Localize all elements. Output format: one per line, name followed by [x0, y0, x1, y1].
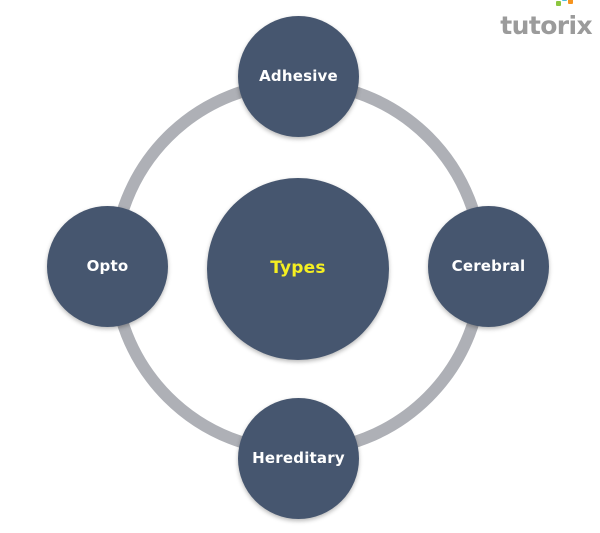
node-hereditary[interactable]: Hereditary — [238, 398, 359, 519]
logo-dot-green-icon — [556, 1, 562, 6]
logo-dot-blue-icon — [562, 0, 568, 1]
node-cerebral[interactable]: Cerebral — [428, 206, 549, 327]
logo-dots-decoration — [556, 0, 578, 7]
node-adhesive-label: Adhesive — [259, 66, 338, 85]
tutorix-logo: tutorix — [500, 0, 593, 40]
node-adhesive[interactable]: Adhesive — [238, 16, 359, 137]
node-opto-label: Opto — [86, 256, 129, 275]
logo-dot-orange-icon — [568, 0, 574, 4]
node-cerebral-label: Cerebral — [451, 256, 526, 275]
node-center-types[interactable]: Types — [207, 178, 389, 360]
logo-wordmark-text: tutorix — [500, 11, 592, 40]
node-center-label: Types — [270, 258, 326, 279]
node-opto[interactable]: Opto — [47, 206, 168, 327]
node-hereditary-label: Hereditary — [252, 448, 345, 467]
